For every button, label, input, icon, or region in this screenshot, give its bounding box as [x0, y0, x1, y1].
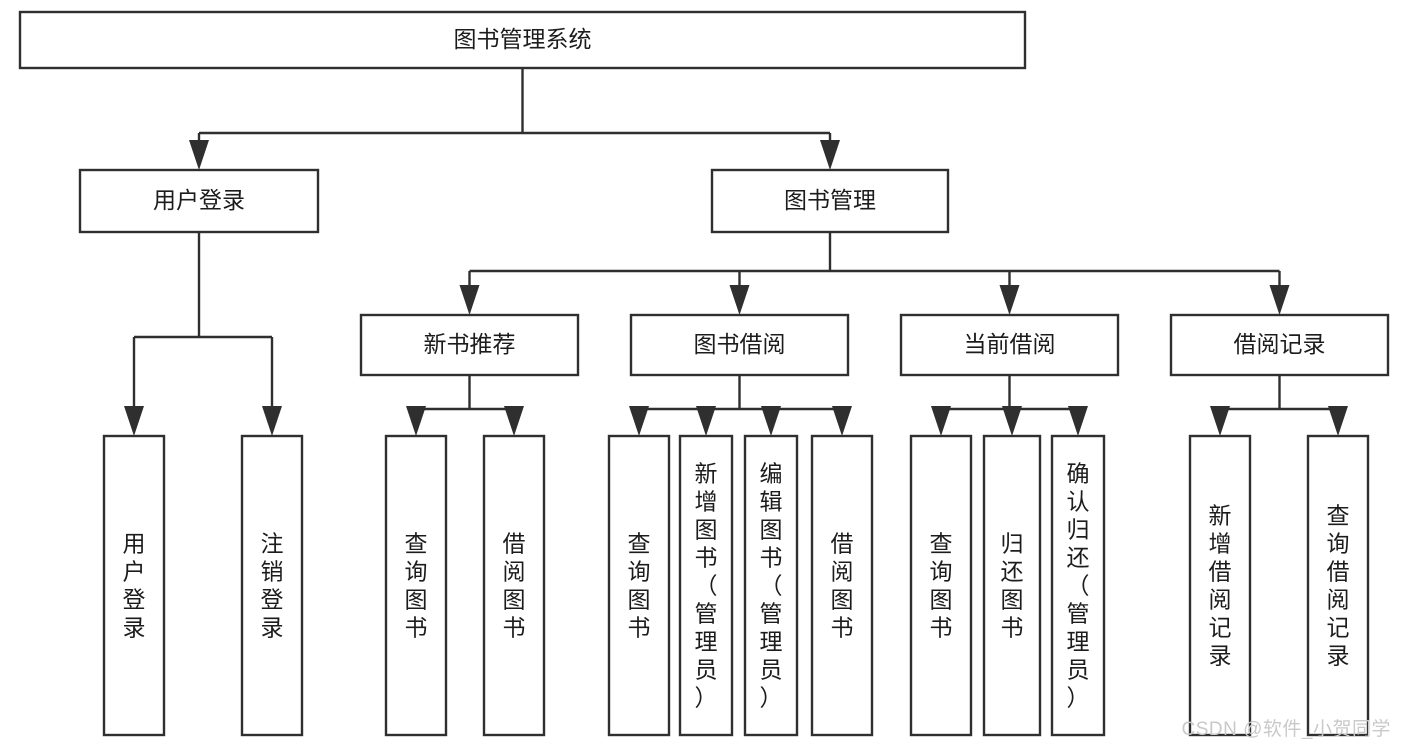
- node-leaf-query-record[interactable]: 查询借阅记录: [1306, 434, 1370, 737]
- node-label: 新书推荐: [424, 331, 516, 357]
- node-label: 注销登录: [261, 530, 284, 640]
- arrow-head-icon: [999, 285, 1020, 315]
- node-box: [678, 434, 734, 737]
- arrow-head-icon: [124, 406, 144, 436]
- node-box: [102, 434, 166, 737]
- node-leaf-edit-book[interactable]: 编辑图书（管理员）: [743, 434, 799, 737]
- arrow-head-icon: [1002, 406, 1022, 436]
- node-label: 新增图书（管理员）: [695, 460, 718, 710]
- node-leaf-borrow-book-1[interactable]: 借阅图书: [482, 434, 546, 737]
- node-box: [899, 313, 1120, 377]
- node-box: [1169, 313, 1390, 377]
- node-borrow-record[interactable]: 借阅记录: [1169, 313, 1390, 377]
- arrow-head-icon: [189, 140, 209, 170]
- node-box: [18, 10, 1027, 70]
- node-label: 用户登录: [153, 187, 245, 213]
- arrow-head-icon: [1068, 406, 1088, 436]
- arrow-head-icon: [761, 406, 781, 436]
- node-leaf-add-record[interactable]: 新增借阅记录: [1188, 434, 1252, 737]
- csdn-watermark: CSDN @软件_小贺同学: [1181, 719, 1391, 740]
- node-box: [743, 434, 799, 737]
- edges-layer: [124, 68, 1348, 436]
- node-label: 查询图书: [930, 530, 953, 640]
- node-box: [1188, 434, 1252, 737]
- node-label: 新增借阅记录: [1209, 502, 1232, 668]
- node-leaf-query-book-2[interactable]: 查询图书: [607, 434, 671, 737]
- nodes-layer: 图书管理系统用户登录图书管理新书推荐图书借阅当前借阅借阅记录用户登录注销登录查询…: [18, 10, 1390, 737]
- node-leaf-confirm-return[interactable]: 确认归还（管理员）: [1050, 434, 1106, 737]
- node-box: [384, 434, 448, 737]
- node-leaf-user-login[interactable]: 用户登录: [102, 434, 166, 737]
- arrow-head-icon: [931, 406, 951, 436]
- node-box: [710, 168, 950, 234]
- node-user-login[interactable]: 用户登录: [78, 168, 320, 234]
- node-box: [982, 434, 1042, 737]
- arrow-head-icon: [504, 406, 524, 436]
- node-label: 查询图书: [405, 530, 428, 640]
- arrow-head-icon: [696, 406, 716, 436]
- node-box: [629, 313, 850, 377]
- node-leaf-return-book[interactable]: 归还图书: [982, 434, 1042, 737]
- node-leaf-query-book-1[interactable]: 查询图书: [384, 434, 448, 737]
- node-label: 借阅图书: [503, 530, 526, 640]
- node-box: [1050, 434, 1106, 737]
- node-label: 确认归还（管理员）: [1067, 460, 1090, 710]
- node-box: [78, 168, 320, 234]
- node-leaf-borrow-book-2[interactable]: 借阅图书: [810, 434, 874, 737]
- node-label: 借阅图书: [831, 530, 854, 640]
- node-box: [359, 313, 580, 377]
- arrow-head-icon: [262, 406, 282, 436]
- node-root[interactable]: 图书管理系统: [18, 10, 1027, 70]
- node-leaf-add-book[interactable]: 新增图书（管理员）: [678, 434, 734, 737]
- node-label: 用户登录: [123, 530, 146, 640]
- node-label: 图书借阅: [694, 331, 786, 357]
- arrow-head-icon: [820, 140, 840, 170]
- node-label: 当前借阅: [964, 331, 1056, 357]
- node-box: [240, 434, 304, 737]
- node-leaf-query-book-3[interactable]: 查询图书: [909, 434, 973, 737]
- node-box: [482, 434, 546, 737]
- node-label: 图书管理系统: [454, 26, 592, 52]
- node-label: 查询借阅记录: [1327, 502, 1350, 668]
- node-label: 图书管理: [784, 187, 876, 213]
- node-box: [1306, 434, 1370, 737]
- arrow-head-icon: [1269, 285, 1290, 315]
- arrow-head-icon: [832, 406, 852, 436]
- node-new-book-rec[interactable]: 新书推荐: [359, 313, 580, 377]
- node-leaf-logout[interactable]: 注销登录: [240, 434, 304, 737]
- arrow-head-icon: [406, 406, 426, 436]
- arrow-head-icon: [629, 406, 649, 436]
- arrow-head-icon: [729, 285, 750, 315]
- node-label: 借阅记录: [1234, 331, 1326, 357]
- arrow-head-icon: [1210, 406, 1230, 436]
- arrow-head-icon: [1328, 406, 1348, 436]
- node-box: [607, 434, 671, 737]
- node-box: [909, 434, 973, 737]
- node-current-borrow[interactable]: 当前借阅: [899, 313, 1120, 377]
- node-label: 编辑图书（管理员）: [760, 460, 783, 710]
- node-book-manage[interactable]: 图书管理: [710, 168, 950, 234]
- node-book-borrow[interactable]: 图书借阅: [629, 313, 850, 377]
- node-label: 查询图书: [628, 530, 651, 640]
- arrow-head-icon: [459, 285, 480, 315]
- node-box: [810, 434, 874, 737]
- node-label: 归还图书: [1001, 530, 1024, 640]
